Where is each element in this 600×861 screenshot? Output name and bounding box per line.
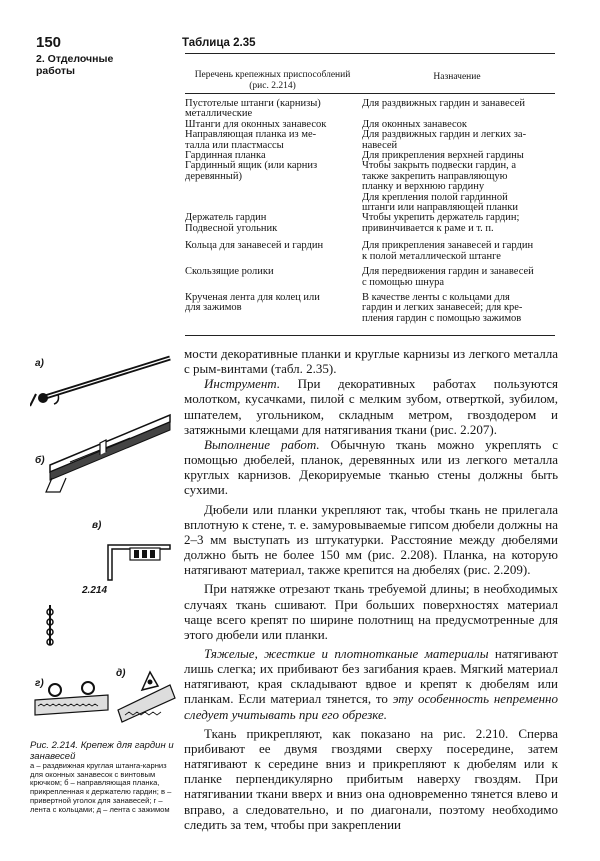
table-row: Направляющая планка из ме- талла или пла… [185, 130, 557, 151]
main-text: мости декоративные планки и круглые карн… [184, 346, 558, 832]
paragraph: При натяжке отрезают ткань требуемой дли… [184, 581, 558, 642]
table-row: Штанги для оконных занавесок Для оконных… [185, 118, 557, 130]
table-top-rule [185, 53, 555, 54]
table-row: Кольца для занавесей и гардин Для прикре… [185, 241, 557, 262]
table-cell-purpose: Для раздвижных гардин и занавесей [362, 98, 525, 109]
table-cell-fixture: Держатель гардин [185, 212, 267, 224]
table-row: Пустотелые штанги (карнизы) металлически… [185, 98, 557, 120]
paragraph-heading: Инструмент. [204, 376, 281, 392]
guide-rail-drawing [45, 413, 171, 493]
table-bottom-rule [185, 335, 555, 336]
clip-tape-drawing [117, 670, 176, 723]
figure-label-a: а) [35, 358, 44, 369]
curtain-rod-drawing [29, 355, 171, 407]
table-header-rule [185, 93, 555, 94]
figure-label-g: г) [35, 678, 44, 689]
table-cell-purpose: Для передвижения гардин и занавесей с по… [362, 266, 534, 288]
section-title: 2. Отделочные работы [36, 53, 114, 77]
paragraph-heading: Выполнение работ. [204, 436, 320, 452]
table-cell-fixture: Скользящие ролики [185, 266, 274, 278]
table-cell-purpose: Чтобы укрепить держатель гардин; [362, 212, 520, 224]
table-row: Держатель гардин Чтобы укрепить держател… [185, 212, 557, 224]
hook-chain-drawing [46, 605, 54, 646]
table-cell-fixture: Штанги для оконных занавесок [185, 118, 327, 130]
paragraph: Тяжелые, жесткие и плотнотканые материал… [184, 645, 558, 722]
fixtures-illustration [29, 355, 176, 723]
table-cell-purpose: Для прикрепления верхней гардины [362, 150, 524, 162]
figure-caption-title: Рис. 2.214. Крепеж для гардин и занавесе… [30, 740, 174, 762]
table-cell-fixture: Кольца для занавесей и гардин [185, 240, 324, 252]
figure-label-b: б) [35, 455, 45, 466]
table-cell-purpose: Для прикрепления занавесей и гардин к по… [362, 240, 534, 262]
table-header-fixtures: Перечень крепежных приспособлений (рис. … [194, 70, 351, 91]
table-title: Таблица 2.35 [182, 37, 256, 49]
table-cell-fixture: Направляющая планка из ме- талла или пла… [185, 129, 317, 151]
paragraph: Дюбели или планки укрепляют так, чтобы т… [184, 501, 558, 578]
figure-label-v: в) [92, 520, 102, 531]
table-cell-fixture: Гардинный ящик (или карниз деревянный) [185, 160, 318, 182]
page-number: 150 [36, 34, 62, 51]
table-row: Подвесной угольник привинчивается к раме… [185, 222, 557, 234]
table-row: Гардинный ящик (или карниз деревянный) Ч… [185, 161, 557, 213]
table-cell-fixture: Пустотелые штанги (карнизы) металлически… [185, 98, 321, 120]
paragraph: мости декоративные планки и круглые карн… [184, 346, 558, 377]
table-header-purpose: Назначение [433, 72, 481, 82]
table-cell-purpose: Для раздвижных гардин и легких за- навес… [362, 129, 527, 151]
table-row: Скользящие ролики Для передвижения гарди… [185, 266, 557, 288]
table-cell-purpose: Чтобы закрыть подвески гардин, а также з… [362, 160, 518, 214]
table-row: Крученая лента для колец или для зажимов… [185, 291, 557, 324]
paragraph: Инструмент. При декоративных работах пол… [184, 376, 558, 437]
figure-caption-body: а – раздвижная круглая штанга-карниз для… [30, 761, 172, 814]
table-cell-purpose: Для оконных занавесок [362, 118, 468, 130]
table-row: Гардинная планка Для прикрепления верхне… [185, 150, 557, 162]
bracket-drawing [107, 544, 171, 581]
figure-label-d: д) [116, 668, 126, 679]
figure-2-214 [29, 350, 180, 730]
figure-number: 2.214 [82, 585, 108, 596]
table-cell-fixture: Крученая лента для колец или для зажимов [185, 291, 320, 314]
ring-tape-drawing [34, 681, 109, 716]
emphasis: Тяжелые, жесткие и плотнотканые материал… [204, 645, 489, 661]
table-cell-fixture: Подвесной угольник [185, 222, 278, 234]
table-cell-purpose: привинчивается к раме и т. п. [362, 222, 494, 234]
paragraph: Ткань прикрепляют, как показано на рис. … [184, 725, 558, 832]
table-cell-fixture: Гардинная планка [185, 150, 266, 162]
emphasis: эту особенность непременно следует учиты… [184, 691, 558, 722]
paragraph: Выполнение работ. Обычную ткань можно ук… [184, 436, 558, 498]
fixtures-table: Пустотелые штанги (карнизы) металлически… [185, 98, 557, 324]
table-cell-purpose: В качестве ленты с кольцами для гардин и… [362, 291, 523, 324]
